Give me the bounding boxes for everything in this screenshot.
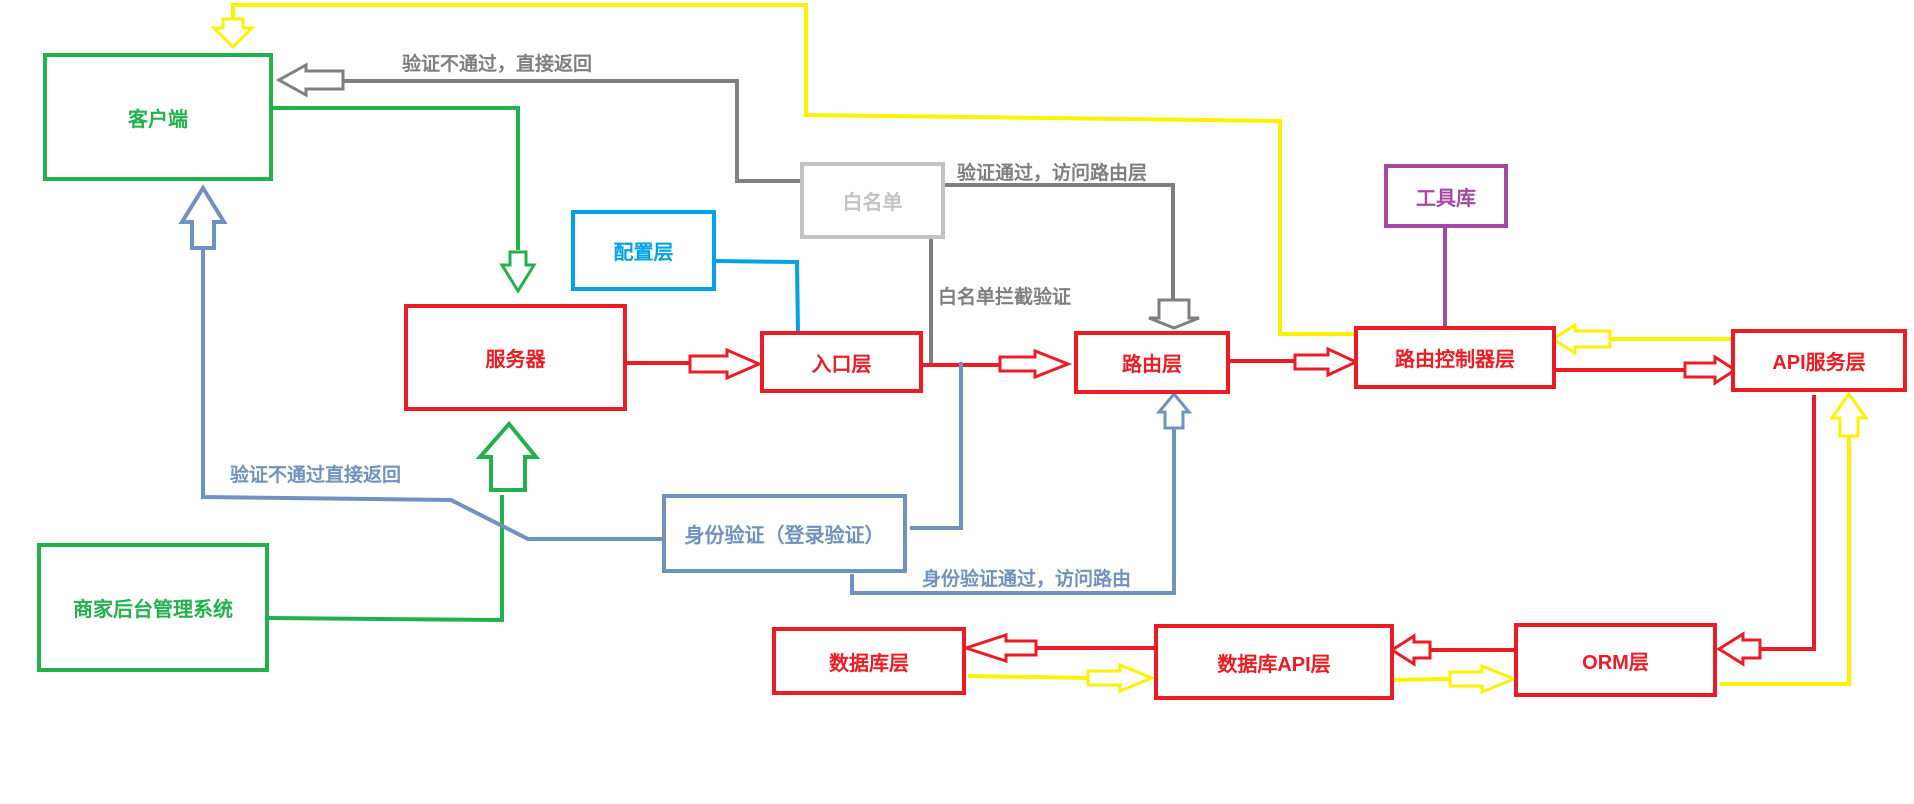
whitelist-box: 白名单	[800, 162, 945, 239]
router-layer-box: 路由层	[1074, 331, 1230, 394]
client-box: 客户端	[43, 53, 273, 181]
router-controller-box: 路由控制器层	[1354, 326, 1556, 389]
api-service-box: API服务层	[1731, 329, 1907, 392]
yellow-return-line-top	[231, 3, 1355, 336]
auth-fail-label: 验证不通过直接返回	[230, 465, 402, 486]
auth-box: 身份验证（登录验证）	[662, 494, 907, 573]
api-service-label: API服务层	[1772, 352, 1866, 374]
red-line-api-orm	[1760, 395, 1816, 651]
whitelist-fail-label: 验证不通过，直接返回	[402, 54, 593, 75]
gray-arrow-to-router	[1148, 298, 1200, 330]
green-arrow-to-server	[499, 250, 537, 294]
red-arrow-to-router	[998, 348, 1073, 380]
red-arrow-to-controller	[1293, 346, 1360, 378]
database-layer-label: 数据库层	[829, 652, 909, 675]
server-box: 服务器	[404, 304, 627, 411]
entry-layer-label: 入口层	[811, 353, 872, 376]
steel-arrow-to-client	[178, 184, 228, 250]
client-label: 客户端	[128, 108, 188, 131]
gray-line-whitelist-pass	[943, 183, 1175, 302]
entry-layer-box: 入口层	[760, 331, 923, 393]
yellow-line-orm-api	[1720, 436, 1851, 686]
yellow-arrow-to-controller	[1550, 322, 1612, 356]
blue-line-config-entry	[713, 259, 800, 334]
yellow-line-db-dbapi	[967, 674, 1089, 680]
router-layer-label: 路由层	[1122, 354, 1182, 376]
steel-line-entry-auth	[910, 362, 963, 530]
router-controller-label: 路由控制器层	[1395, 349, 1515, 371]
database-layer-box: 数据库层	[772, 627, 966, 695]
server-label: 服务器	[485, 349, 546, 371]
steel-arrow-to-router	[1155, 391, 1193, 430]
yellow-arrow-to-dbapi	[1086, 662, 1156, 694]
orm-layer-box: ORM层	[1514, 623, 1717, 697]
gray-line-whitelist-fail	[343, 79, 800, 183]
database-api-label: 数据库API层	[1217, 653, 1331, 676]
orm-layer-label: ORM层	[1582, 651, 1649, 674]
red-arrow-to-orm	[1716, 631, 1762, 667]
config-layer-label: 配置层	[613, 242, 674, 264]
green-line-client-server	[272, 106, 520, 250]
red-arrow-to-dbapi	[1389, 633, 1432, 667]
database-api-box: 数据库API层	[1154, 624, 1394, 700]
gray-arrow-to-client	[275, 62, 345, 98]
tool-library-box: 工具库	[1384, 164, 1508, 228]
steel-line-auth-fail	[201, 248, 666, 541]
red-arrow-to-db	[961, 632, 1038, 664]
whitelist-label: 白名单	[842, 192, 903, 214]
yellow-line-dbapi-orm	[1392, 677, 1451, 682]
yellow-arrow-to-client	[210, 17, 256, 50]
red-arrow-to-entry	[688, 347, 763, 381]
config-layer-box: 配置层	[571, 210, 716, 291]
tool-library-label: 工具库	[1416, 187, 1476, 210]
whitelist-intercept-label: 白名单拦截验证	[938, 287, 1072, 308]
steel-line-auth-pass	[850, 428, 1176, 595]
auth-pass-label: 身份验证通过，访问路由	[922, 569, 1132, 590]
yellow-arrow-to-api	[1829, 391, 1869, 438]
yellow-arrow-to-orm	[1448, 663, 1518, 695]
auth-label: 身份验证（登录验证）	[684, 525, 885, 547]
whitelist-pass-label: 验证通过，访问路由层	[957, 163, 1148, 184]
merchant-admin-label: 商家后台管理系统	[73, 599, 233, 621]
merchant-admin-box: 商家后台管理系统	[37, 543, 269, 672]
green-line-admin-server	[267, 495, 504, 623]
red-arrow-to-api	[1683, 354, 1738, 386]
green-arrow-admin-to-server	[475, 420, 541, 492]
